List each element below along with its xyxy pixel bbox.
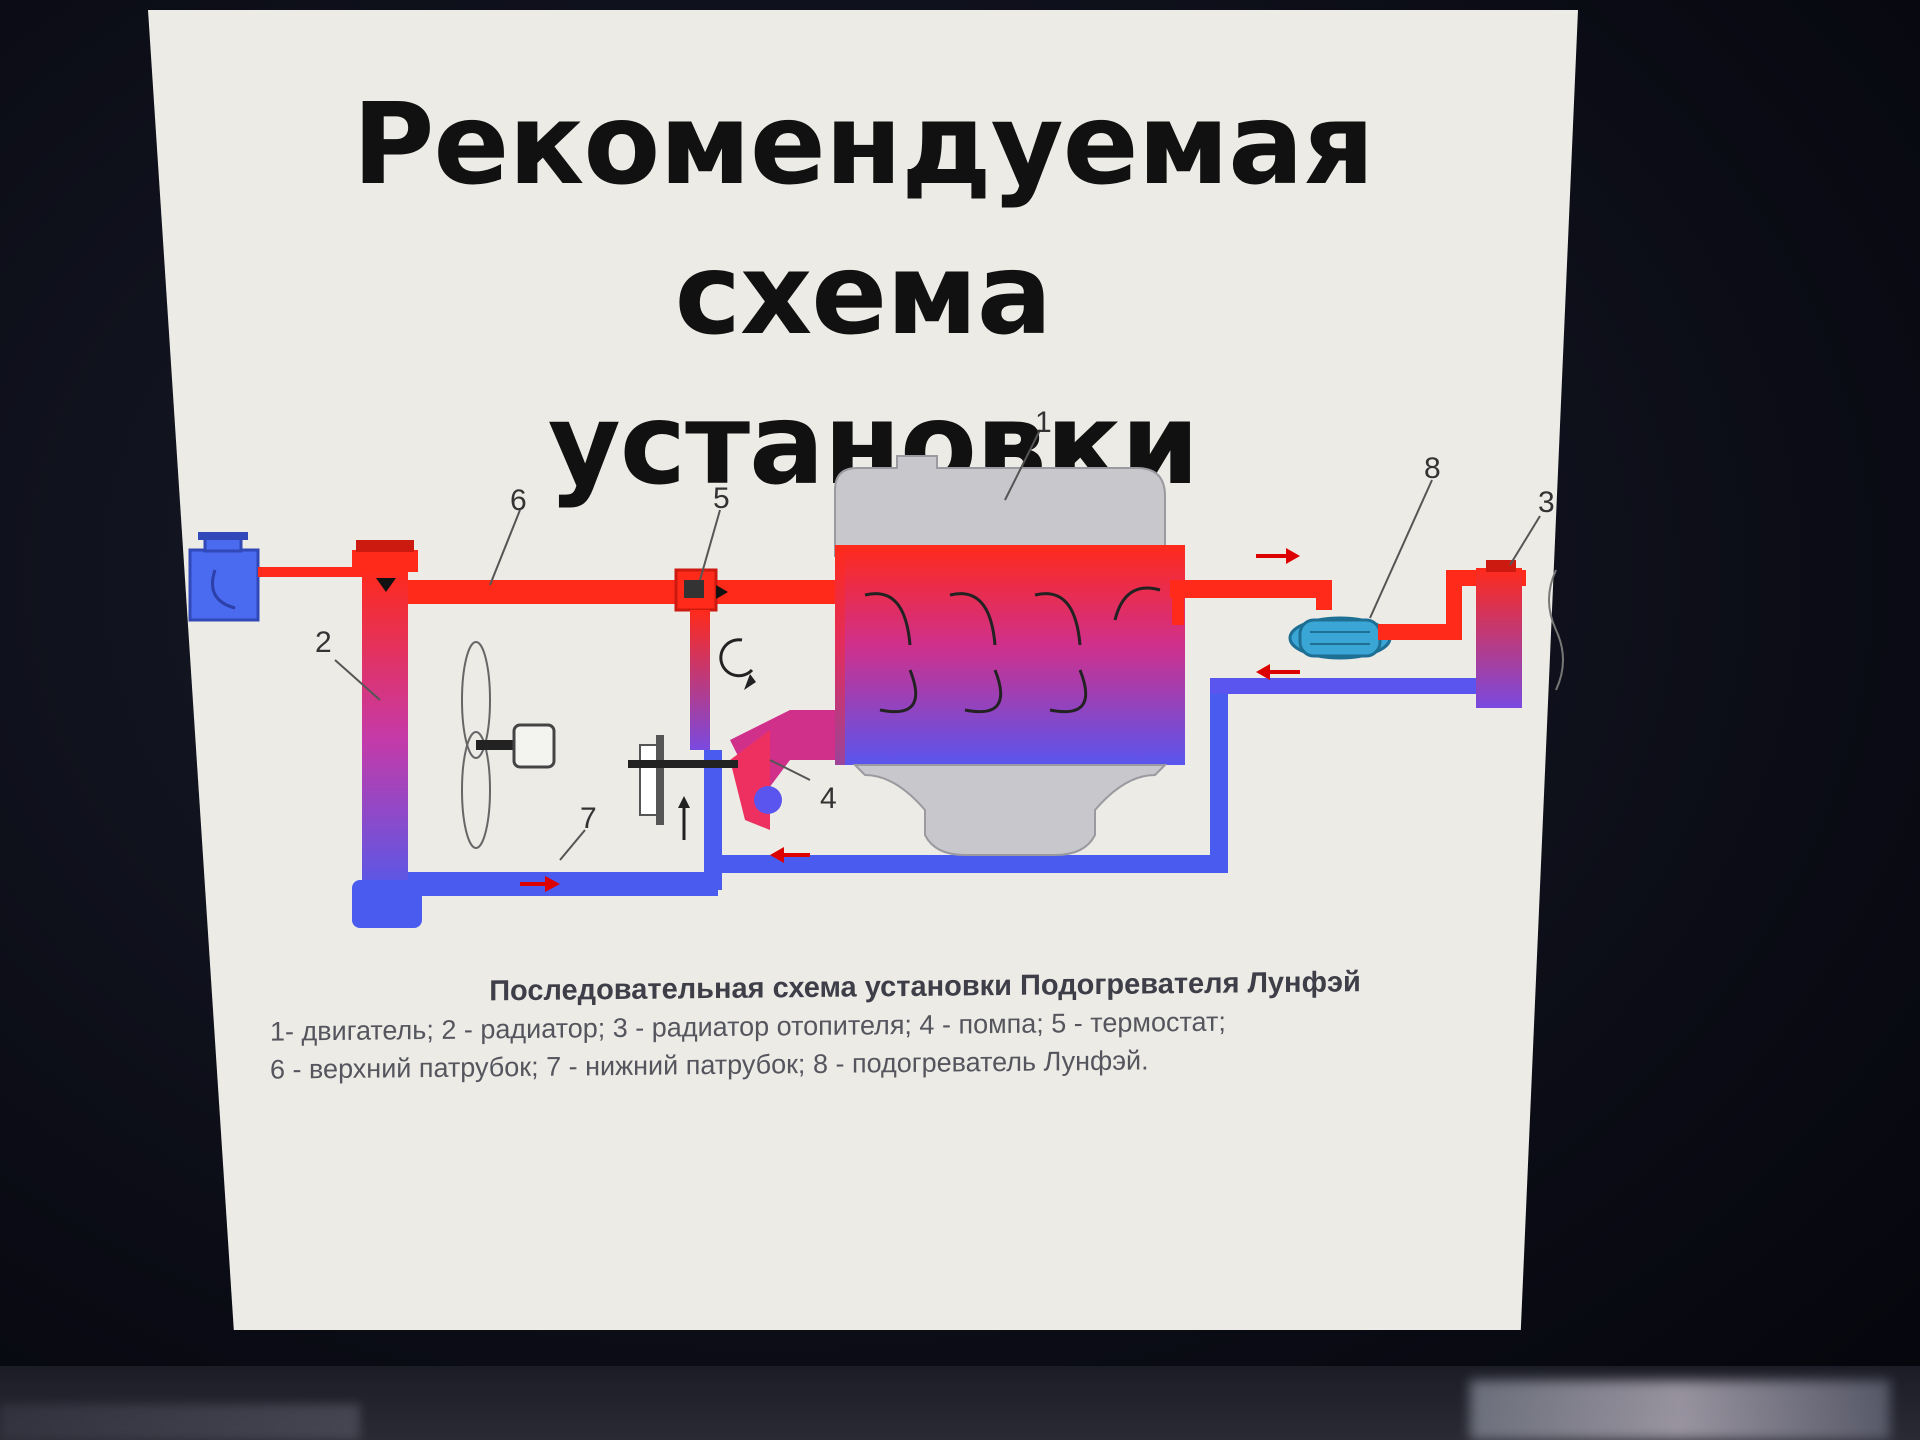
label-radiator: 2: [315, 626, 332, 659]
label-engine: 1: [1035, 406, 1052, 439]
label-lunfei-heater: 8: [1424, 452, 1441, 485]
thermostat: [674, 568, 756, 890]
water-pump: [628, 710, 850, 840]
label-lower-hose: 7: [580, 802, 597, 835]
heater-radiator: [1446, 560, 1564, 708]
title-line-1: Рекомендуемая схема: [352, 80, 1374, 360]
heater-return-hose: [716, 664, 1500, 873]
label-pump: 4: [820, 782, 837, 815]
engine-to-heater-hose: [1170, 548, 1332, 610]
radiator: [352, 540, 422, 928]
lunfei-heater: [1288, 616, 1448, 660]
label-thermostat: 5: [713, 482, 730, 515]
desk-object-right: [1470, 1380, 1890, 1440]
upper-hose: [362, 580, 847, 604]
label-heater-radiator: 3: [1538, 486, 1555, 519]
leader-lines: [334, 429, 1541, 861]
expansion-tank: [188, 532, 363, 622]
desk-object-left: [0, 1404, 360, 1440]
diagram-caption: Последовательная схема установки Подогре…: [270, 961, 1540, 1088]
engine: [834, 455, 1185, 856]
lower-hose: [408, 872, 718, 896]
label-upper-hose: 6: [510, 484, 527, 517]
fan: [461, 641, 556, 849]
